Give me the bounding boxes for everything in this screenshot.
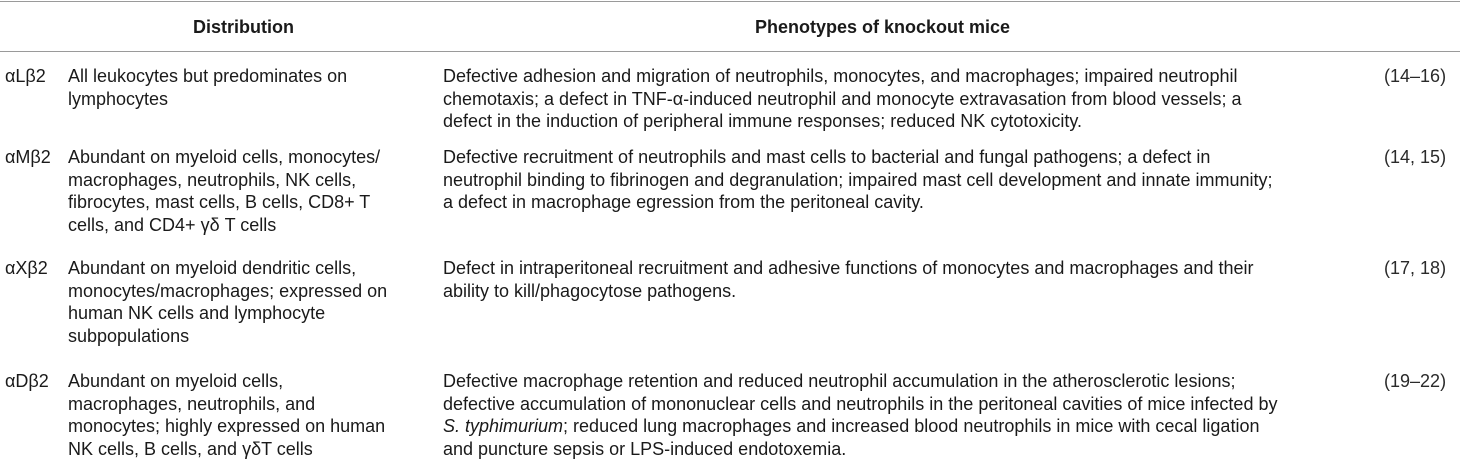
integrin-cell: αMβ2	[5, 147, 51, 167]
phenotype-cell: Defective macrophage retention and reduc…	[443, 370, 1277, 460]
distribution-line: subpopulations	[68, 325, 190, 346]
ref-paren: (	[1384, 258, 1390, 278]
reference-link[interactable]: 18	[1420, 258, 1441, 278]
distribution-line: Abundant on myeloid cells,	[68, 371, 284, 391]
phenotype-line: ability to kill/phagocytose pathogens.	[443, 280, 737, 301]
ref-paren: )	[1440, 147, 1447, 167]
reference-link[interactable]: 14	[1390, 147, 1411, 167]
distribution-line: Abundant on myeloid dendritic cells,	[68, 258, 357, 278]
distribution-line: lymphocytes	[68, 88, 169, 109]
distribution-line: fibrocytes, mast cells, B cells, CD8+ T	[68, 192, 371, 212]
distribution-line: human NK cells and lymphocyte	[68, 303, 326, 323]
distribution-line: All leukocytes but predominates on	[68, 66, 348, 86]
distribution-cell: Abundant on myeloid cells, macrophages, …	[68, 370, 385, 460]
phenotype-line: Defective adhesion and migration of neut…	[443, 66, 1238, 86]
phenotype-cell: Defective recruitment of neutrophils and…	[443, 146, 1273, 214]
table-top-rule	[0, 1, 1460, 2]
header-phenotypes: Phenotypes of knockout mice	[755, 17, 1011, 37]
phenotype-cell: Defect in intraperitoneal recruitment an…	[443, 257, 1253, 302]
reference-cell: (14–16)	[1384, 65, 1446, 88]
phenotype-line: S. typhimurium; reduced lung macrophages…	[443, 415, 1277, 438]
ref-paren: (	[1384, 371, 1390, 391]
distribution-cell: All leukocytes but predominates on lymph…	[68, 65, 347, 110]
species-name: S. typhimurium	[443, 416, 564, 436]
reference-link[interactable]: 14–16	[1390, 66, 1441, 86]
phenotype-line: defective accumulation of mononuclear ce…	[443, 393, 1278, 414]
header-bottom-rule	[0, 51, 1460, 52]
phenotype-line: Defective macrophage retention and reduc…	[443, 371, 1236, 391]
distribution-cell: Abundant on myeloid cells, monocytes/ ma…	[68, 146, 380, 236]
phenotype-line: a defect in macrophage egression from th…	[443, 192, 924, 212]
reference-cell: (19–22)	[1384, 370, 1446, 393]
ref-paren: )	[1440, 258, 1447, 278]
ref-paren: (	[1384, 147, 1390, 167]
reference-link[interactable]: 15	[1420, 147, 1441, 167]
phenotype-line: and puncture sepsis or LPS-induced endot…	[443, 438, 847, 459]
phenotype-line: neutrophil binding to fibrinogen and deg…	[443, 169, 1273, 190]
phenotype-text: ; reduced lung macrophages and increased…	[563, 416, 1260, 436]
ref-paren: )	[1440, 66, 1447, 86]
distribution-cell: Abundant on myeloid dendritic cells, mon…	[68, 257, 387, 347]
phenotype-line: chemotaxis; a defect in TNF-α-induced ne…	[443, 88, 1242, 109]
phenotype-line: Defect in intraperitoneal recruitment an…	[443, 258, 1254, 278]
phenotype-line: Defective recruitment of neutrophils and…	[443, 147, 1211, 167]
ref-separator: ,	[1410, 147, 1421, 167]
ref-paren: )	[1440, 371, 1447, 391]
distribution-line: cells, and CD4+ γδ T cells	[68, 214, 277, 235]
phenotype-cell: Defective adhesion and migration of neut…	[443, 65, 1241, 133]
reference-link[interactable]: 19–22	[1390, 371, 1441, 391]
distribution-line: macrophages, neutrophils, and	[68, 393, 316, 414]
integrin-cell: αXβ2	[5, 258, 48, 278]
distribution-line: monocytes/macrophages; expressed on	[68, 280, 388, 301]
reference-cell: (17, 18)	[1384, 257, 1446, 280]
distribution-line: Abundant on myeloid cells, monocytes/	[68, 147, 381, 167]
distribution-line: NK cells, B cells, and γδT cells	[68, 438, 313, 459]
reference-link[interactable]: 17	[1390, 258, 1411, 278]
header-distribution: Distribution	[193, 17, 294, 37]
distribution-line: monocytes; highly expressed on human	[68, 416, 386, 436]
integrin-cell: αLβ2	[5, 66, 46, 86]
integrin-cell: αDβ2	[5, 371, 49, 391]
phenotype-line: defect in the induction of peripheral im…	[443, 111, 1082, 131]
ref-paren: (	[1384, 66, 1390, 86]
ref-separator: ,	[1410, 258, 1421, 278]
distribution-line: macrophages, neutrophils, NK cells,	[68, 169, 357, 190]
reference-cell: (14, 15)	[1384, 146, 1446, 169]
